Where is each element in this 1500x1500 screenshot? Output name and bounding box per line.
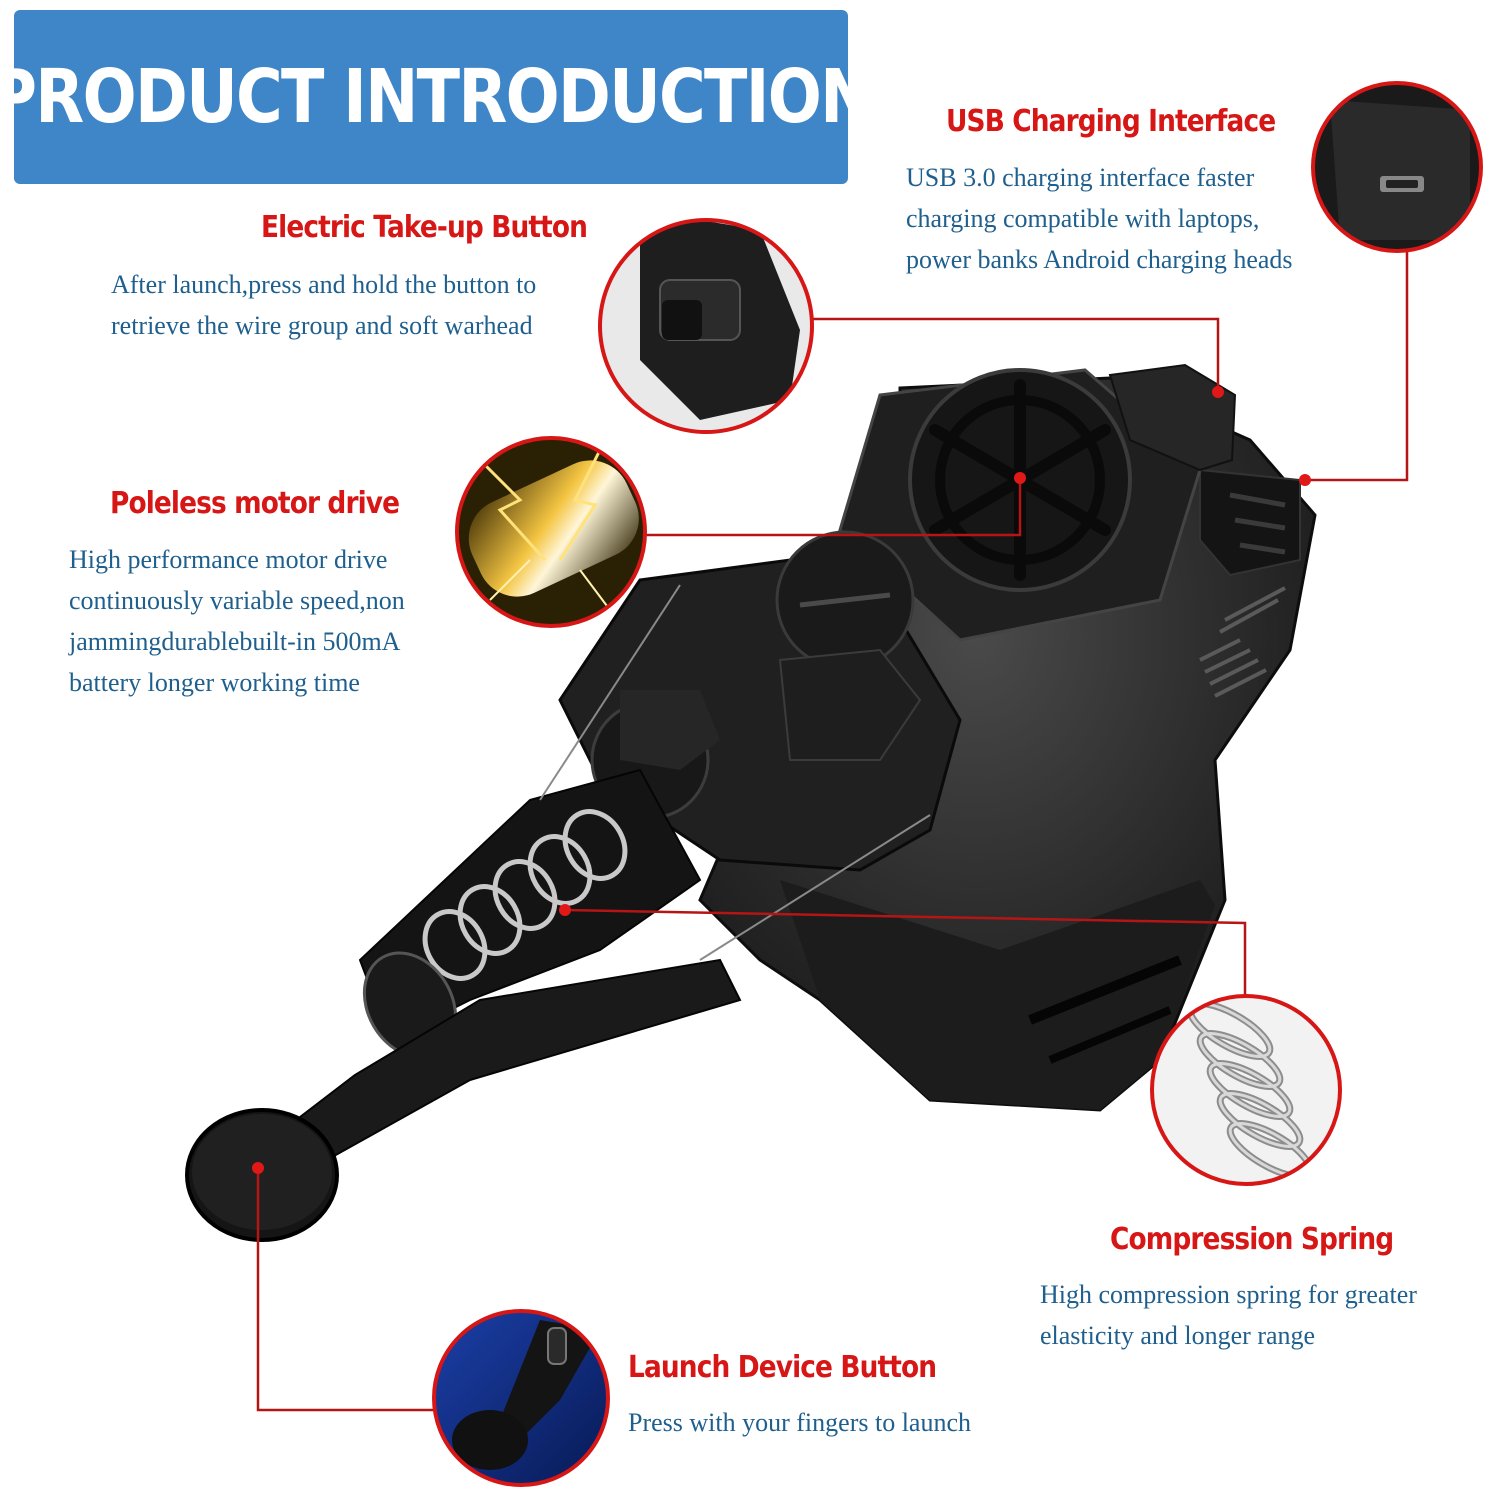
launch-title: Launch Device Button [628,1350,937,1385]
title-banner: PRODUCT INTRODUCTION [0,10,873,184]
motor-detail-circle [455,436,647,628]
spring-title: Compression Spring [1110,1222,1394,1257]
callout-dots [252,386,1311,1174]
takeup-detail-circle [598,218,814,434]
spring-description: High compression spring for greater elas… [1040,1280,1417,1350]
spring-detail-circle [1150,994,1342,1186]
launch-detail-circle [432,1309,610,1487]
takeup-title: Electric Take-up Button [261,210,588,245]
device-body [185,363,1317,1242]
banner-title: PRODUCT INTRODUCTION [0,54,873,140]
usb-title: USB Charging Interface [946,104,1276,139]
usb-detail-circle [1311,81,1483,253]
launch-description: Press with your fingers to launch [628,1408,972,1437]
motor-title: Poleless motor drive [110,486,400,521]
takeup-description: After launch,press and hold the button t… [111,270,537,340]
usb-description: USB 3.0 charging interface faster chargi… [906,163,1293,274]
motor-description: High performance motor drive continuousl… [69,545,405,697]
